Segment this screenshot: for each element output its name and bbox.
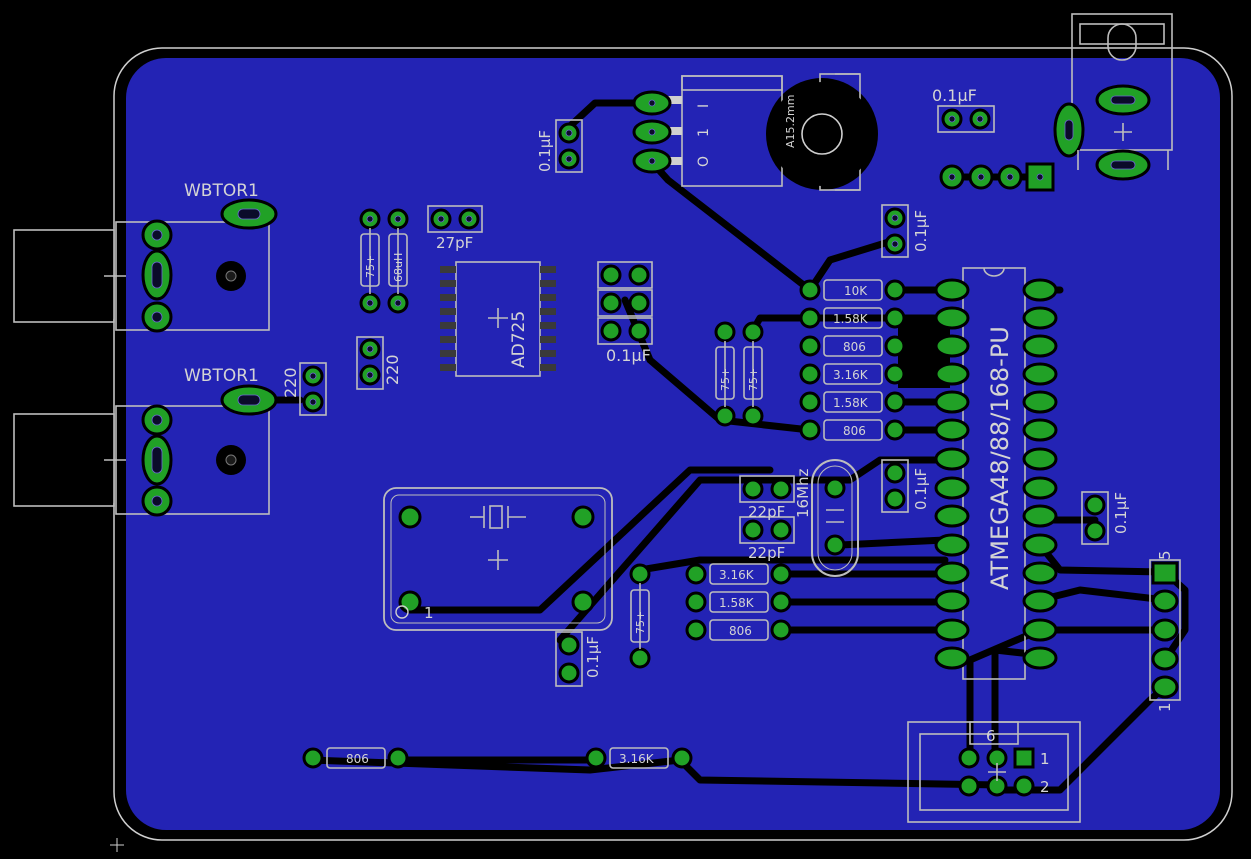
inductor-label: 68uH <box>392 253 405 282</box>
res-806-a-label: 806 <box>843 340 866 354</box>
voltage-regulator <box>632 75 783 187</box>
copper-pour <box>126 58 1220 830</box>
rca-jack-top <box>13 198 278 333</box>
jack-top-label: WBTOR1 <box>184 181 259 201</box>
atmega-label: ATMEGA48/88/168-PU <box>986 326 1014 590</box>
pin-row <box>939 162 1055 192</box>
cap-27pf <box>427 205 483 233</box>
res-75-left-label: 75+ <box>364 255 377 278</box>
resistor-ladder-top <box>799 279 906 441</box>
dc-jack <box>1053 13 1173 181</box>
res-316k-c-label: 3.16K <box>719 568 755 582</box>
isp-1-label: 1 <box>1040 750 1050 768</box>
cap-01-right-label: 0.1µF <box>1112 492 1130 534</box>
res-220-label: 220 <box>281 367 300 398</box>
inductor-resistor-pair <box>359 208 409 314</box>
res-806-b-label: 806 <box>843 424 866 438</box>
buzzer <box>770 73 874 191</box>
cap-27pf-label: 27pF <box>436 234 473 252</box>
cap-01-bottom <box>555 631 583 687</box>
cap-01-top-left <box>555 119 583 173</box>
cap-01-mid-label: 0.1µF <box>912 210 930 252</box>
ad725-chip <box>440 261 556 377</box>
resistor-806-bottom <box>302 747 409 769</box>
resistor-220 <box>299 362 327 416</box>
cap-22pf-b-label: 22pF <box>748 544 785 562</box>
crystal <box>811 459 859 577</box>
osc-pin-label: 1 <box>424 604 434 622</box>
reg-in-label: I <box>696 104 712 108</box>
cap-01-by-atmega-label: 0.1µF <box>912 468 930 510</box>
origin-marker <box>110 838 124 852</box>
isp-2-label: 2 <box>1040 778 1050 796</box>
osc-module <box>383 487 613 631</box>
cap-22pf-pair <box>739 475 795 544</box>
res-316k-a-label: 3.16K <box>833 368 869 382</box>
reg-out-label: O <box>696 156 712 167</box>
cap-01-top-left-label: 0.1µF <box>536 130 554 172</box>
buzzer-label: A15.2mm <box>784 95 797 148</box>
resistor-ladder-bottom <box>685 563 792 641</box>
cap-01-top-right <box>937 105 995 133</box>
res-75-a-label: 75+ <box>719 368 732 391</box>
res-75-c-label: 75+ <box>634 611 647 634</box>
cap-01-by-atmega <box>881 459 909 513</box>
res-158k-c-label: 1.58K <box>719 596 755 610</box>
res-316k-bottom-label: 3.16K <box>619 752 655 766</box>
crystal-label: 16Mhz <box>794 468 812 518</box>
cap-220-label: 220 <box>383 354 402 385</box>
header-1-label: 1 <box>1156 702 1174 712</box>
res-75-b-label: 75+ <box>747 368 760 391</box>
res-75-pair <box>714 321 764 427</box>
cap-22pf-a-label: 22pF <box>748 503 785 521</box>
res-75-lower <box>629 563 651 669</box>
isp-6-label: 6 <box>986 727 996 745</box>
res-806-c-label: 806 <box>729 624 752 638</box>
res-10k-label: 10K <box>844 284 868 298</box>
res-806-bottom-label: 806 <box>346 752 369 766</box>
cap-01-bottom-label: 0.1µF <box>584 636 602 678</box>
cap-01-top-right-label: 0.1µF <box>932 86 977 105</box>
rca-jack-bottom <box>13 384 278 517</box>
cap-array <box>597 261 653 345</box>
header-5pin <box>1149 559 1181 701</box>
cap-array-label: 0.1µF <box>606 346 651 365</box>
cap-01-mid <box>881 204 909 258</box>
res-158k-a-label: 1.58K <box>833 312 869 326</box>
res-158k-b-label: 1.58K <box>833 396 869 410</box>
ad725-label: AD725 <box>509 311 529 368</box>
jack-bottom-label: WBTOR1 <box>184 366 259 386</box>
atmega-chip <box>934 267 1058 680</box>
cap-220 <box>356 336 384 390</box>
header-5-label: 5 <box>1156 550 1174 560</box>
cap-01-right <box>1081 491 1109 545</box>
isp-header <box>907 721 1081 823</box>
resistor-316k-bottom <box>585 747 693 769</box>
reg-gnd-label: 1 <box>696 128 712 137</box>
traces <box>226 99 1189 794</box>
